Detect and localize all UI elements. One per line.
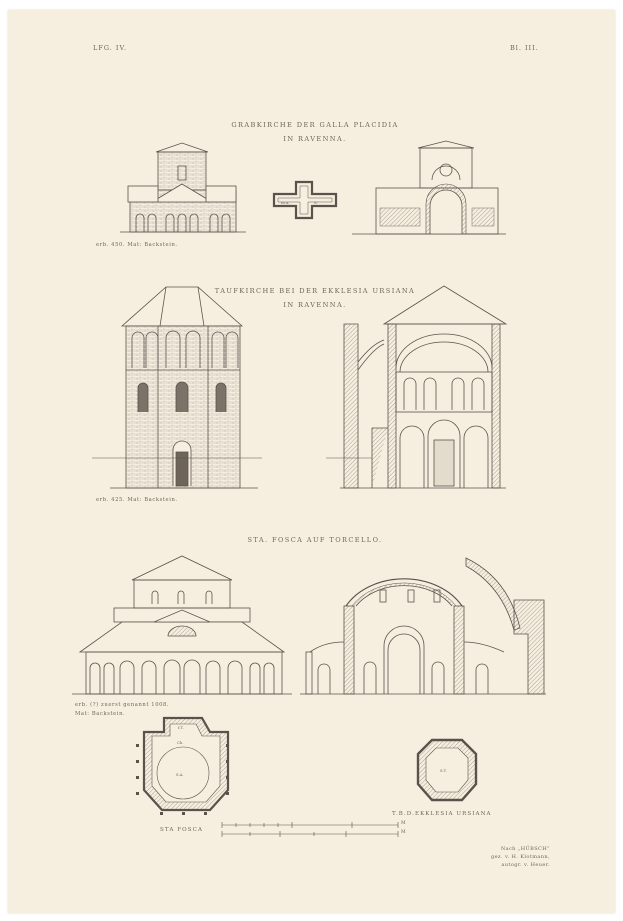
sta-fosca-plan: f.T. Ch. S.A. (136, 716, 230, 815)
section2-title: TAUFKIRCHE BEI DER EKKLESIA URSIANA (214, 287, 416, 295)
scale-upper-unit: M (401, 821, 407, 826)
baptistery-section (326, 285, 508, 489)
scale-bars (221, 822, 399, 837)
section1-title: GRABKIRCHE DER GALLA PLACIDIA (231, 121, 399, 129)
galla-placidia-section (352, 140, 506, 235)
section3-caption-line1: erb. (?) zuerst genannt 1008. (75, 702, 170, 708)
section2-caption: erb. 425. Mat: Backstein. (96, 497, 178, 503)
scale-lower-unit: M (401, 830, 407, 835)
fosca-plan-label: STA FOSCA (160, 827, 204, 833)
sta-fosca-elevation (72, 555, 292, 695)
galla-placidia-elevation (120, 142, 246, 233)
svg-text:S.A.: S.A. (176, 772, 184, 777)
baptistery-plan-label: T.B.D.EKKLESIA URSIANA (392, 811, 492, 817)
credit-line1: Nach „HÜBSCH” (500, 846, 550, 852)
plate-number: Bl. III. (510, 44, 539, 52)
svg-text:S.T.: S.T. (440, 768, 447, 773)
svg-text:Ch.: Ch. (177, 740, 184, 745)
galla-placidia-plan: m.a. S. (272, 180, 338, 220)
section1-subtitle: IN RAVENNA. (283, 135, 347, 143)
plate-sheet (8, 10, 615, 913)
plate-series: LFG. IV. (93, 44, 128, 52)
baptistery-elevation (92, 286, 262, 489)
svg-text:S.: S. (314, 200, 318, 205)
sta-fosca-section (300, 557, 546, 695)
baptistery-plan: S.T. (416, 738, 478, 802)
section2-subtitle: IN RAVENNA. (283, 301, 347, 309)
section3-caption-line2: Mat: Backstein. (75, 711, 126, 717)
credit-line2: gez. v. H. Klotmann, (490, 854, 550, 860)
svg-text:m.a.: m.a. (281, 200, 290, 205)
section1-caption: erb. 450. Mat: Backstein. (96, 242, 178, 248)
credit-line3: autogr. v. Heuer. (501, 862, 550, 868)
svg-text:f.T.: f.T. (178, 725, 184, 730)
section3-title: STA. FOSCA AUF TORCELLO. (247, 536, 383, 544)
